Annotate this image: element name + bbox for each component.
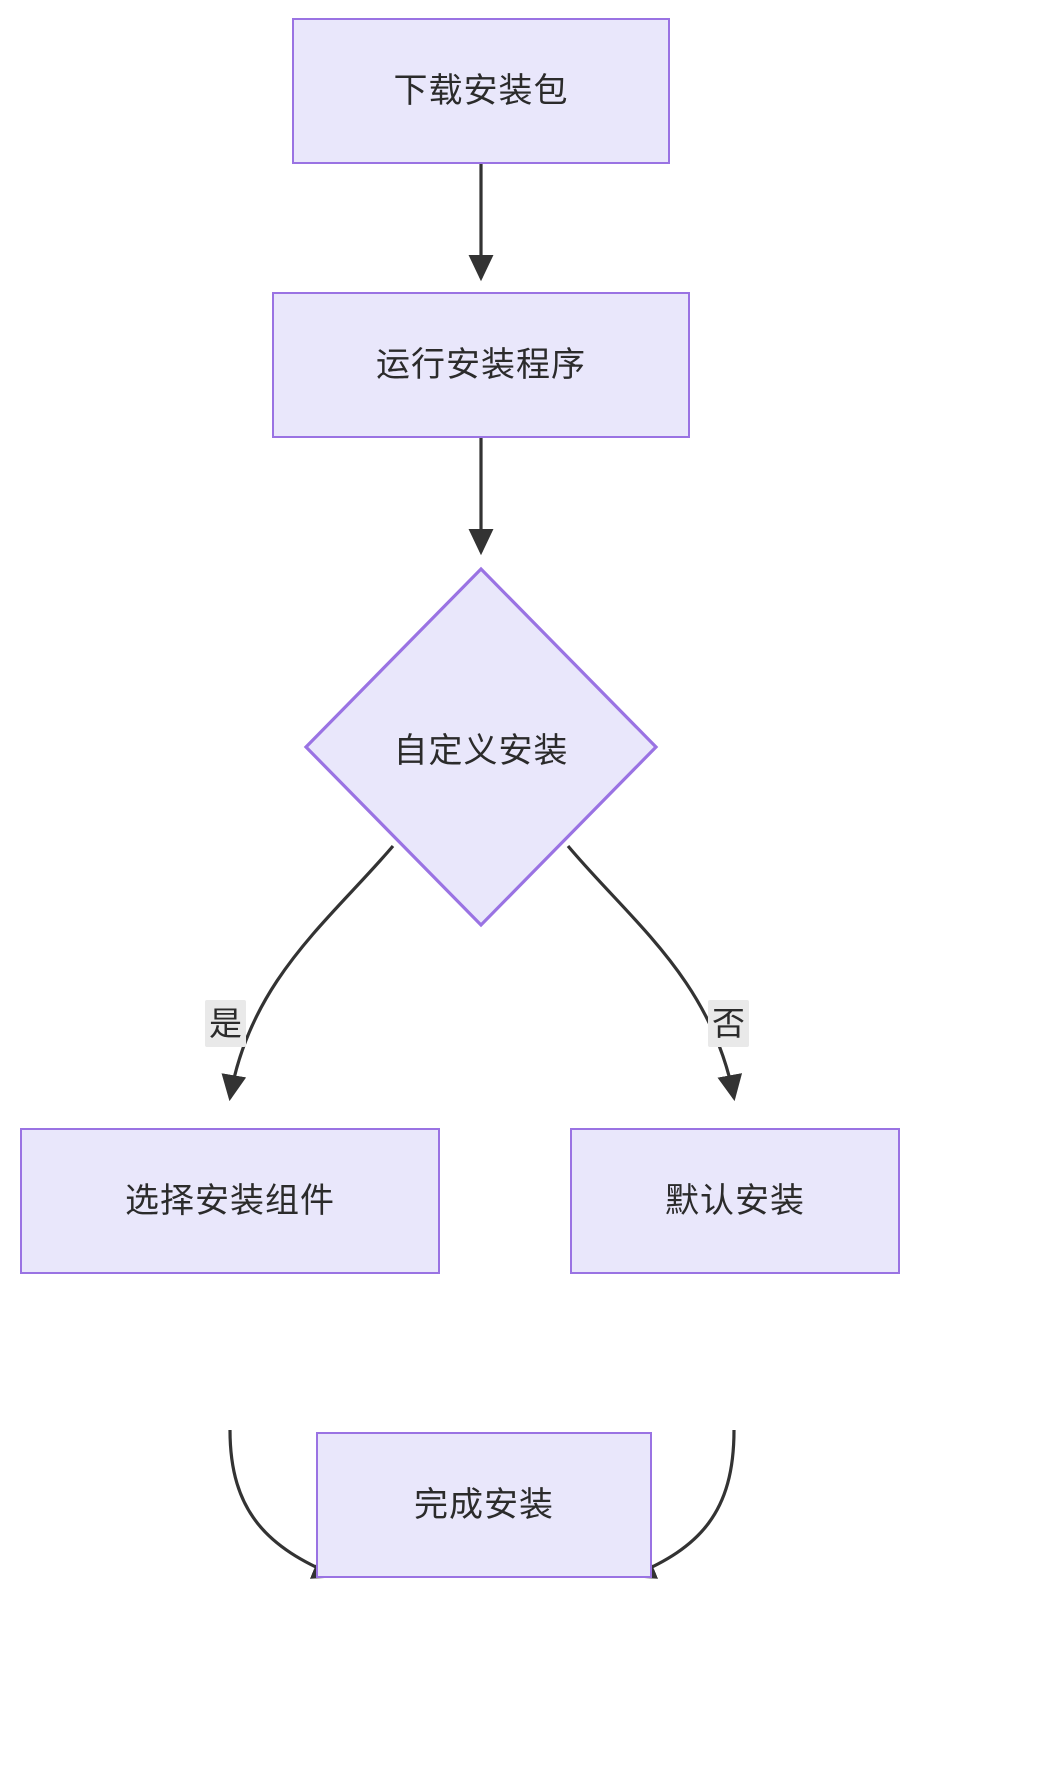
flow-node-label: 运行安装程序	[376, 345, 586, 384]
flow-node-download-package[interactable]: 下载安装包	[292, 18, 670, 164]
edge-label-text: 是	[209, 1005, 242, 1042]
flow-node-label: 下载安装包	[393, 71, 569, 110]
flow-node-label: 默认安装	[665, 1181, 805, 1220]
diamond-shape	[303, 566, 659, 928]
flow-node-finish-install[interactable]: 完成安装	[316, 1432, 652, 1578]
flow-node-label: 选择安装组件	[125, 1181, 335, 1220]
flow-node-label: 完成安装	[414, 1485, 554, 1524]
flow-node-default-install[interactable]: 默认安装	[570, 1128, 900, 1274]
edge-label-no: 否	[708, 1000, 749, 1048]
edge-n3-n4	[221, 844, 395, 1102]
flow-node-custom-install[interactable]: 自定义安装	[303, 566, 659, 928]
edge-label-text: 否	[712, 1005, 745, 1042]
edge-label-yes: 是	[205, 1000, 246, 1048]
flow-node-run-installer[interactable]: 运行安装程序	[272, 292, 690, 438]
edge-n4-n6	[228, 1429, 339, 1579]
flow-node-select-components[interactable]: 选择安装组件	[20, 1128, 440, 1274]
edge-n5-n6	[629, 1429, 736, 1579]
edge-n3-n5	[566, 844, 743, 1102]
